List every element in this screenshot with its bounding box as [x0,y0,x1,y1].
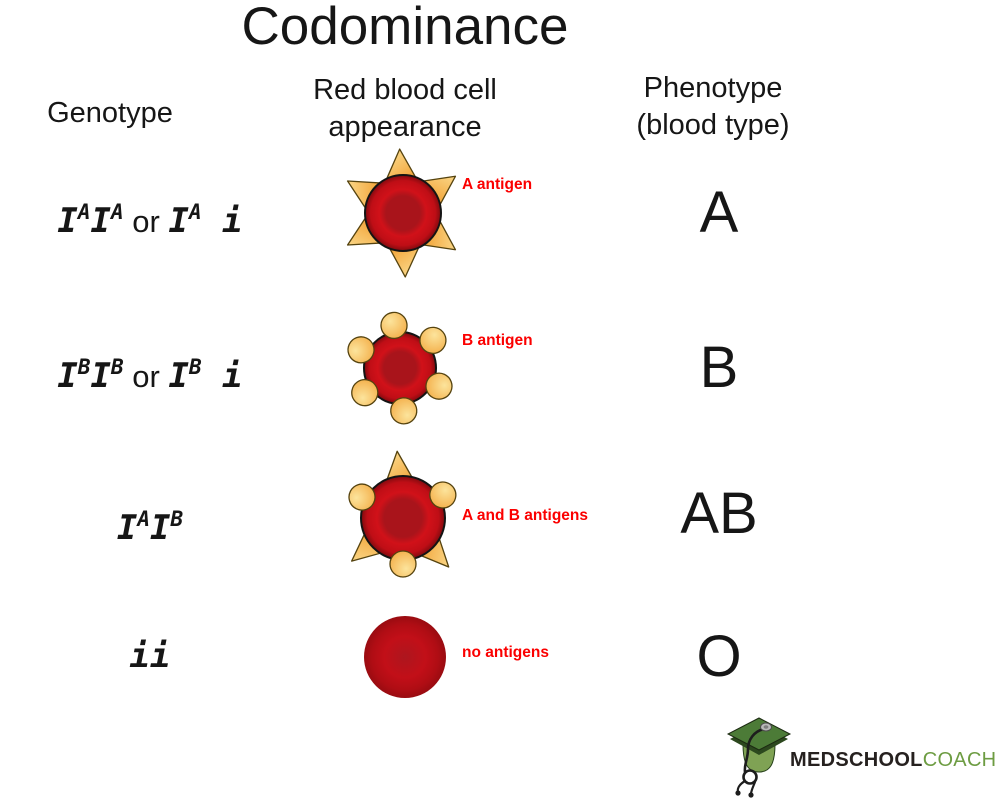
medschoolcoach-logo: MEDSCHOOLCOACH [726,714,996,806]
genotype-segment: A [137,507,150,531]
genotype-segment: B [111,355,124,379]
column-header-phenotype-line2: (blood type) [636,109,790,141]
column-header-appearance-line1: Red blood cell [313,74,497,106]
rbc-no-antigens-graphic [320,572,490,742]
genotype-segment: i [201,201,243,241]
genotype-segment: A [111,200,124,224]
phenotype-a: A [699,180,739,245]
phenotype-o: O [696,624,742,689]
logo-wordmark: MEDSCHOOLCOACH [790,750,996,770]
genotype-segment: I [57,201,78,241]
logo-text-medschool: MEDSCHOOL [790,749,923,771]
logo-text-coach: COACH [922,749,997,771]
genotype-row-a: IAIA or IA i [2,191,298,243]
column-header-appearance: Red blood cell appearance [255,72,555,146]
genotype-segment: I [168,356,189,396]
genotype-row-ab: IAIB [2,498,298,549]
antigen-label-ab: A and B antigens [462,507,589,524]
genotype-segment: B [170,507,184,531]
genotype-segment: i [201,356,243,396]
genotype-row-o: ii [2,635,298,677]
phenotype-b: B [699,335,739,400]
genotype-segment: B [188,355,202,379]
genotype-segment: I [150,508,171,548]
genotype-segment: I [57,356,78,396]
genotype-segment: A [188,200,202,224]
genotype-segment: B [77,355,91,379]
column-header-appearance-line2: appearance [328,111,482,143]
column-header-phenotype-line1: Phenotype [643,72,783,104]
genotype-segment: I [90,201,112,241]
column-header-genotype: Genotype [47,97,173,129]
page-title: Codominance [241,0,569,56]
antigen-label-a: A antigen [462,176,533,193]
rbc-a-antigens-graphic [318,128,488,298]
genotype-segment: I [168,201,189,241]
rbc-b-antigens-graphic [315,283,485,453]
antigen-label-b: B antigen [462,332,533,349]
phenotype-ab: AB [680,481,758,546]
antigen-label-none: no antigens [462,644,549,661]
genotype-segment: I [90,356,112,396]
genotype-segment: A [77,200,91,224]
genotype-segment: I [116,508,138,548]
genotype-segment: ii [129,636,171,676]
genotype-segment: or [123,359,169,394]
column-header-phenotype: Phenotype (blood type) [563,70,863,144]
genotype-row-b: IBIB or IB i [2,346,298,398]
rbc-ab-antigens-graphic [318,433,488,603]
genotype-segment: or [123,204,169,239]
graduation-cap-stethoscope-icon [726,717,792,798]
